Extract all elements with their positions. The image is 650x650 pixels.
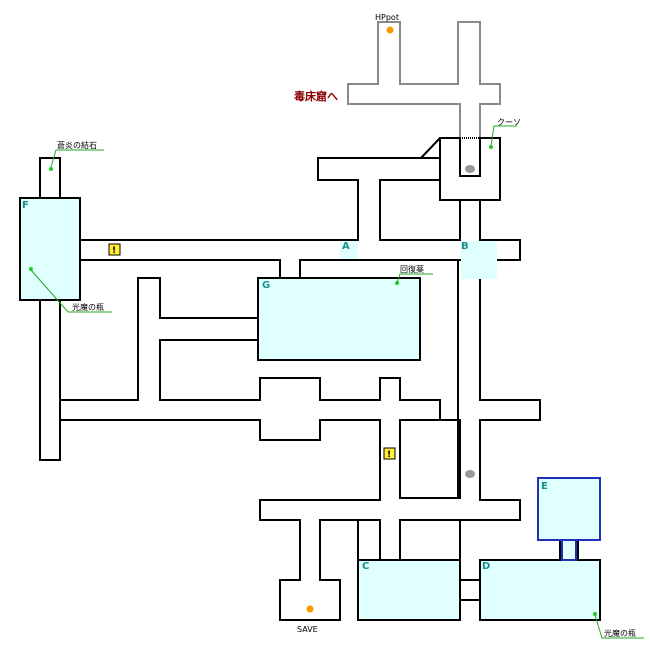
room-letter-C: C xyxy=(362,561,369,572)
green-dot-icon[interactable] xyxy=(49,167,53,171)
room-G[interactable] xyxy=(257,277,421,361)
label-kouma-bottle-left: 光魔の瓶 xyxy=(72,302,104,312)
upper-grey-area xyxy=(347,21,501,175)
label-kouma-bottle-right: 光魔の瓶 xyxy=(604,628,636,638)
label-hppot: HPpot xyxy=(375,13,399,22)
labels: HPpot 毒床窟へ クーソ 蒼炎の結石 光魔の瓶 回復薬 光魔の瓶 SAVE xyxy=(57,13,636,638)
label-soen-crystal: 蒼炎の結石 xyxy=(57,140,97,150)
room-E-connector xyxy=(561,539,577,561)
orange-dot-icon[interactable] xyxy=(306,605,314,613)
orange-dot-icon[interactable] xyxy=(386,26,394,34)
label-poison-cave: 毒床窟へ xyxy=(294,89,338,103)
label-recovery-medicine: 回復薬 xyxy=(400,264,424,274)
room-letter-E: E xyxy=(541,481,548,492)
exclamation-icon[interactable]: ! xyxy=(383,447,396,460)
green-dot-icon[interactable] xyxy=(489,145,493,149)
room-letters: A B C D E F G xyxy=(22,200,548,572)
markers xyxy=(29,26,597,616)
leader-lines xyxy=(30,125,644,639)
zone-B[interactable] xyxy=(461,241,497,279)
room-letter-F: F xyxy=(22,200,29,211)
room-D[interactable] xyxy=(479,559,601,621)
green-dot-icon[interactable] xyxy=(593,612,597,616)
grey-boulder-icon[interactable] xyxy=(465,165,475,173)
room-letter-D: D xyxy=(482,561,490,572)
label-save: SAVE xyxy=(297,625,318,634)
warnings: ! ! xyxy=(108,243,396,460)
green-dot-icon[interactable] xyxy=(29,267,33,271)
corridor-outline xyxy=(39,137,541,621)
room-letter-B: B xyxy=(461,241,469,252)
rooms xyxy=(19,197,601,621)
grey-boulder-icon[interactable] xyxy=(465,470,475,478)
room-E[interactable] xyxy=(537,477,601,541)
label-kuso: クーソ xyxy=(497,118,521,127)
svg-text:!: ! xyxy=(387,450,391,460)
svg-text:!: ! xyxy=(112,246,116,256)
room-F[interactable] xyxy=(19,197,81,301)
zone-A[interactable] xyxy=(340,241,358,259)
room-letter-G: G xyxy=(262,280,270,291)
exclamation-icon[interactable]: ! xyxy=(108,243,121,256)
room-C[interactable] xyxy=(357,559,461,621)
room-letter-A: A xyxy=(342,241,350,252)
